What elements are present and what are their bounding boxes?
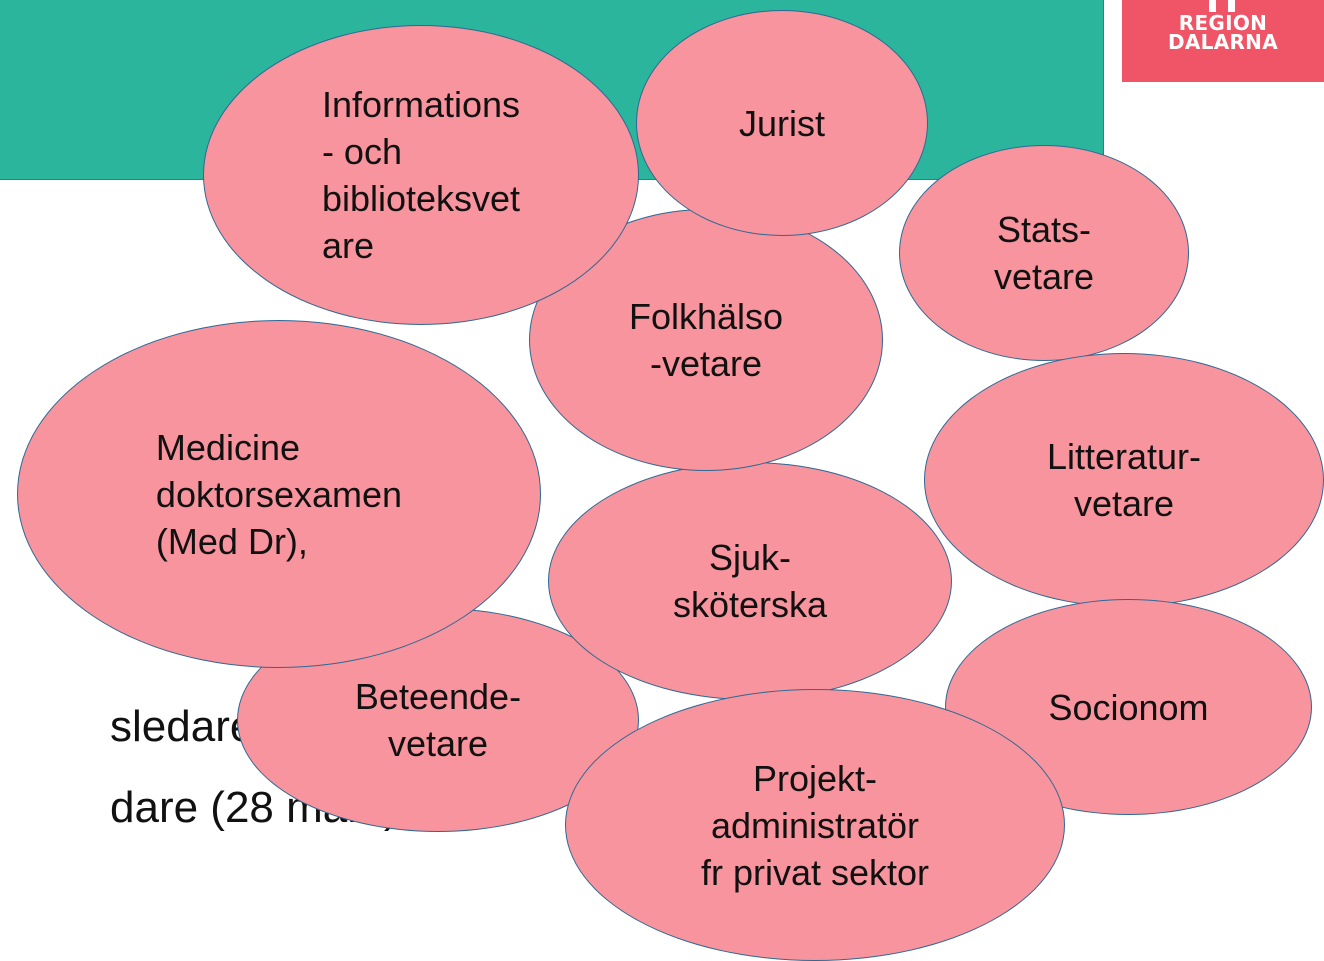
bubble-label: Informations - och biblioteksvet are (321, 84, 521, 266)
bubble-label: Sjuk- sköterska (672, 537, 828, 625)
bubble-sjukskoterska: Sjuk- sköterska (548, 462, 952, 700)
logo-line-1: REGION (1178, 11, 1268, 35)
bubble-informationsvetare: Informations - och biblioteksvet are (203, 25, 639, 325)
bubble-label: Jurist (738, 102, 825, 144)
body-text-line-1: sledare (110, 702, 255, 751)
bubble-litteraturvetare: Litteratur- vetare (924, 353, 1324, 607)
bubble-label: Projekt- administratör fr privat sektor (700, 757, 930, 893)
bubble-label: Socionom (1048, 686, 1209, 728)
bubble-statsvetare: Stats- vetare (899, 145, 1189, 361)
bubble-projektadministrator: Projekt- administratör fr privat sektor (565, 689, 1065, 961)
logo-mark-icon (1204, 0, 1240, 12)
bubble-medicine-doktor: Medicine doktorsexamen (Med Dr), (17, 320, 541, 668)
bubble-label: Litteratur- vetare (1046, 436, 1202, 524)
logo-line-2: DALARNA (1167, 30, 1279, 54)
region-dalarna-logo: REGION DALARNA (1122, 0, 1324, 82)
bubble-label: Beteende- vetare (354, 676, 522, 764)
bubble-label: Medicine doktorsexamen (Med Dr), (155, 426, 403, 562)
bubble-label: Stats- vetare (993, 209, 1095, 297)
bubble-label: Folkhälso -vetare (628, 296, 784, 384)
bubble-jurist: Jurist (636, 10, 928, 236)
